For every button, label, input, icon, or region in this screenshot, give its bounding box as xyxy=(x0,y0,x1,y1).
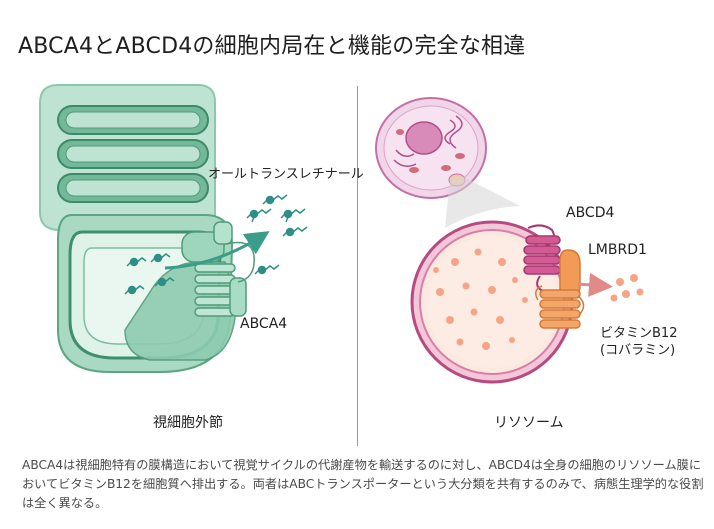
page-title: ABCA4とABCD4の細胞内局在と機能の完全な相違 xyxy=(18,34,526,59)
vitamin-b12-particles xyxy=(610,274,644,302)
caption-line: は全く異なる。 xyxy=(22,496,108,510)
retinal-label: オールトランスレチナール xyxy=(208,167,364,182)
zoom-projection xyxy=(445,176,520,228)
panel-divider xyxy=(357,86,358,446)
abca4-transporter xyxy=(181,221,255,317)
abcd4-label: ABCD4 xyxy=(566,205,615,221)
cell-illustration xyxy=(375,97,487,199)
b12-efflux-arrow xyxy=(577,272,613,297)
cobalamin-label: (コバラミン) xyxy=(600,343,676,358)
caption-line: おいてビタミンB12を細胞質へ排出する。両者はABCトランスポーターという大分類… xyxy=(22,477,704,491)
all-trans-retinal-molecules xyxy=(124,194,308,295)
vitamin-b12-label: ビタミンB12 xyxy=(600,326,678,341)
lysosome-label: リソソーム xyxy=(494,415,564,431)
caption-line: ABCA4は視細胞特有の膜構造において視覚サイクルの代謝産物を輸送するのに対し、… xyxy=(22,458,702,472)
lmbrd1-label: LMBRD1 xyxy=(588,242,647,258)
membrane-discs xyxy=(57,105,209,203)
outer-segment-label: 視細胞外節 xyxy=(153,415,223,431)
figure-caption: ABCA4は視細胞特有の膜構造において視覚サイクルの代謝産物を輸送するのに対し、… xyxy=(22,456,704,513)
transport-arrow xyxy=(164,231,270,270)
abca4-label: ABCA4 xyxy=(240,316,288,332)
lmbrd1-protein xyxy=(535,249,585,329)
